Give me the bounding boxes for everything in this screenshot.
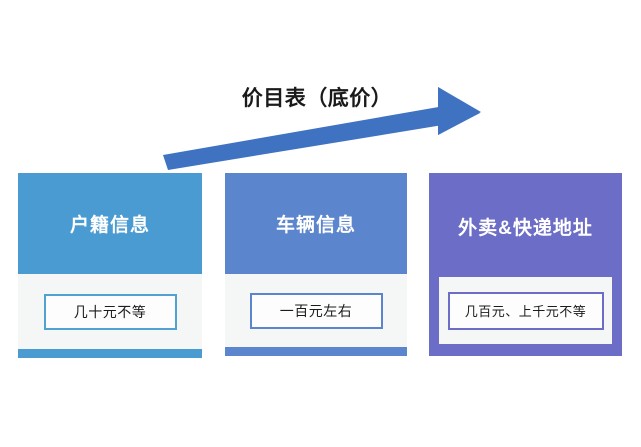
card-footer-bar-delivery xyxy=(431,344,620,354)
price-card-delivery[interactable]: 外卖&快递地址 几百元、上千元不等 xyxy=(429,173,622,356)
price-card-hukou[interactable]: 户籍信息 几十元不等 xyxy=(18,173,202,358)
card-footer-bar-hukou xyxy=(18,349,202,358)
card-header-hukou: 户籍信息 xyxy=(18,173,202,274)
card-body-hukou: 几十元不等 xyxy=(18,274,202,349)
card-title-hukou: 户籍信息 xyxy=(69,215,150,236)
ascending-trend-arrow-icon xyxy=(163,87,481,170)
card-title-delivery: 外卖&快递地址 xyxy=(458,217,593,239)
card-body-delivery: 几百元、上千元不等 xyxy=(439,277,612,344)
header-zone: 价目表（底价） xyxy=(0,0,641,173)
price-box-delivery: 几百元、上千元不等 xyxy=(447,291,604,330)
price-value-delivery: 几百元、上千元不等 xyxy=(464,304,587,319)
price-value-hukou: 几十元不等 xyxy=(73,303,147,320)
price-value-vehicle: 一百元左右 xyxy=(279,302,353,319)
card-title-vehicle: 车辆信息 xyxy=(275,215,356,236)
price-box-hukou: 几十元不等 xyxy=(43,293,177,330)
card-footer-bar-vehicle xyxy=(225,347,407,356)
price-cards-row: 户籍信息 几十元不等 车辆信息 一百元左右 外卖&快 xyxy=(0,173,641,363)
card-body-vehicle: 一百元左右 xyxy=(225,274,407,347)
page-title: 价目表（底价） xyxy=(241,87,393,110)
card-header-delivery: 外卖&快递地址 xyxy=(431,175,620,277)
card-header-vehicle: 车辆信息 xyxy=(225,173,407,274)
price-card-vehicle[interactable]: 车辆信息 一百元左右 xyxy=(225,173,407,356)
price-box-vehicle: 一百元左右 xyxy=(249,292,383,329)
